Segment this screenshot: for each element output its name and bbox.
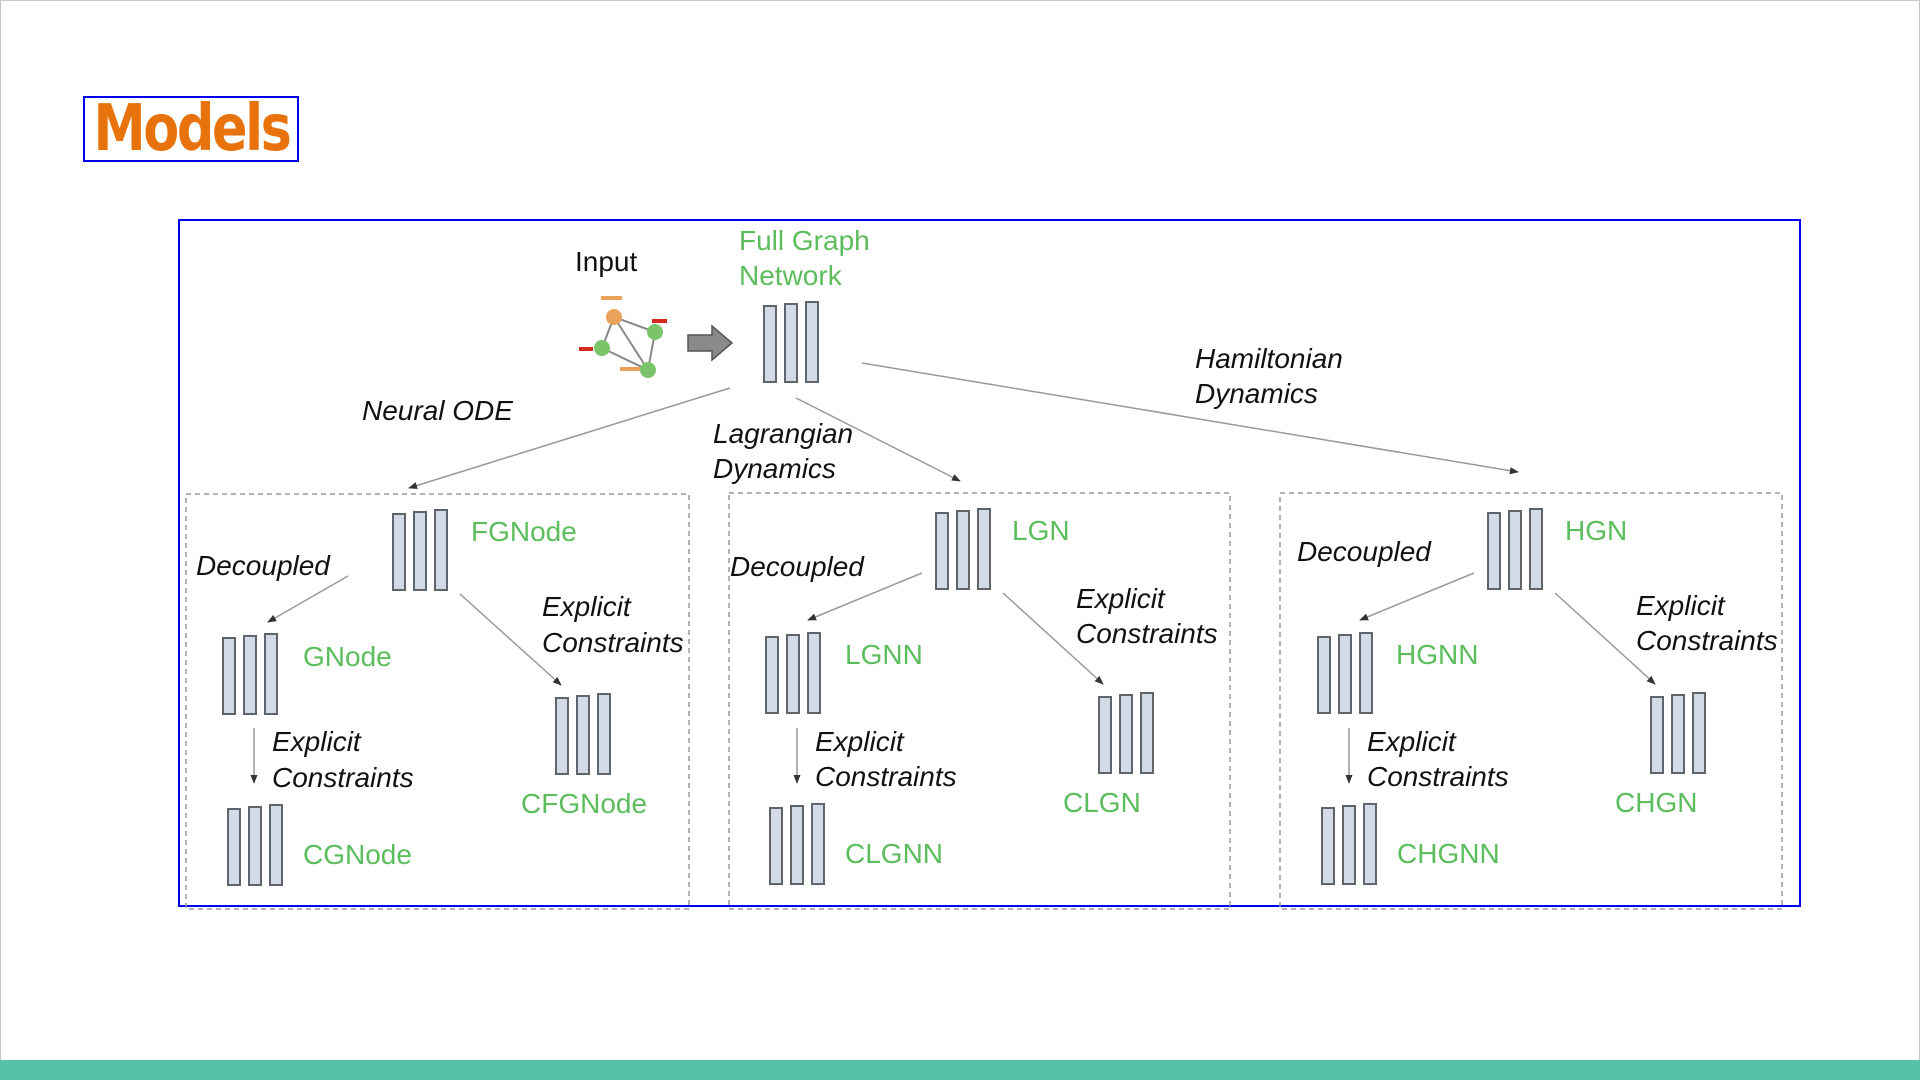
model-label-clgn: CLGN: [1063, 787, 1141, 818]
edge-label-hamiltonian-line1: Hamiltonian: [1195, 343, 1343, 374]
input-label: Input: [575, 246, 637, 277]
input-arrow-icon: [687, 324, 734, 362]
gnode-stack: [222, 633, 278, 715]
full-graph-network-stack: [763, 301, 819, 383]
root-label-line2: Network: [739, 260, 843, 291]
explicit-label-line1: Explicit: [1636, 590, 1726, 621]
decoupled-label: Decoupled: [1297, 536, 1432, 567]
input-graph-icon: [579, 296, 667, 378]
footer-bar: [0, 1060, 1920, 1080]
model-label-cfgnode: CFGNode: [521, 788, 647, 819]
model-label-hgn: HGN: [1565, 515, 1627, 546]
model-label-clgnn: CLGNN: [845, 838, 943, 869]
explicit-label-line1: Explicit: [272, 726, 362, 757]
explicit-label-line2: Constraints: [542, 627, 684, 658]
explicit-label-line1: Explicit: [815, 726, 905, 757]
fgnode-stack: [392, 509, 448, 591]
explicit-label-line2: Constraints: [815, 761, 957, 792]
clgn-stack: [1098, 692, 1154, 774]
chgnn-stack: [1321, 803, 1377, 885]
explicit-label-line2: Constraints: [272, 762, 414, 793]
hgn-stack: [1487, 508, 1543, 590]
explicit-label-line2: Constraints: [1076, 618, 1218, 649]
edge-label-lagrangian-line1: Lagrangian: [713, 418, 853, 449]
edge-label-lagrangian-line2: Dynamics: [713, 453, 836, 484]
root-label-line1: Full Graph: [739, 225, 870, 256]
clgnn-stack: [769, 803, 825, 885]
model-label-gnode: GNode: [303, 641, 392, 672]
chgn-stack: [1650, 692, 1706, 774]
explicit-label-line1: Explicit: [1076, 583, 1166, 614]
decoupled-label: Decoupled: [730, 551, 865, 582]
explicit-label-line1: Explicit: [1367, 726, 1457, 757]
model-label-chgn: CHGN: [1615, 787, 1697, 818]
model-label-hgnn: HGNN: [1396, 639, 1478, 670]
edge-label-hamiltonian-line2: Dynamics: [1195, 378, 1318, 409]
model-label-fgnode: FGNode: [471, 516, 577, 547]
model-label-lgnn: LGNN: [845, 639, 923, 670]
explicit-label-line1: Explicit: [542, 591, 632, 622]
decoupled-label: Decoupled: [196, 550, 331, 581]
lgnn-stack: [765, 632, 821, 714]
model-label-chgnn: CHGNN: [1397, 838, 1500, 869]
cgnode-stack: [227, 804, 283, 886]
hgnn-stack: [1317, 632, 1373, 714]
diagram-frame: [178, 219, 1801, 907]
connector-lines: [250, 362, 1656, 784]
edge-label-neural-ode: Neural ODE: [362, 395, 513, 426]
explicit-label-line2: Constraints: [1367, 761, 1509, 792]
slide-title-box: Models: [83, 96, 299, 162]
model-label-cgnode: CGNode: [303, 839, 412, 870]
explicit-label-line2: Constraints: [1636, 625, 1778, 656]
lgn-stack: [935, 508, 991, 590]
slide-title: Models: [93, 92, 291, 166]
cfgnode-stack: [555, 693, 611, 775]
model-label-lgn: LGN: [1012, 515, 1070, 546]
